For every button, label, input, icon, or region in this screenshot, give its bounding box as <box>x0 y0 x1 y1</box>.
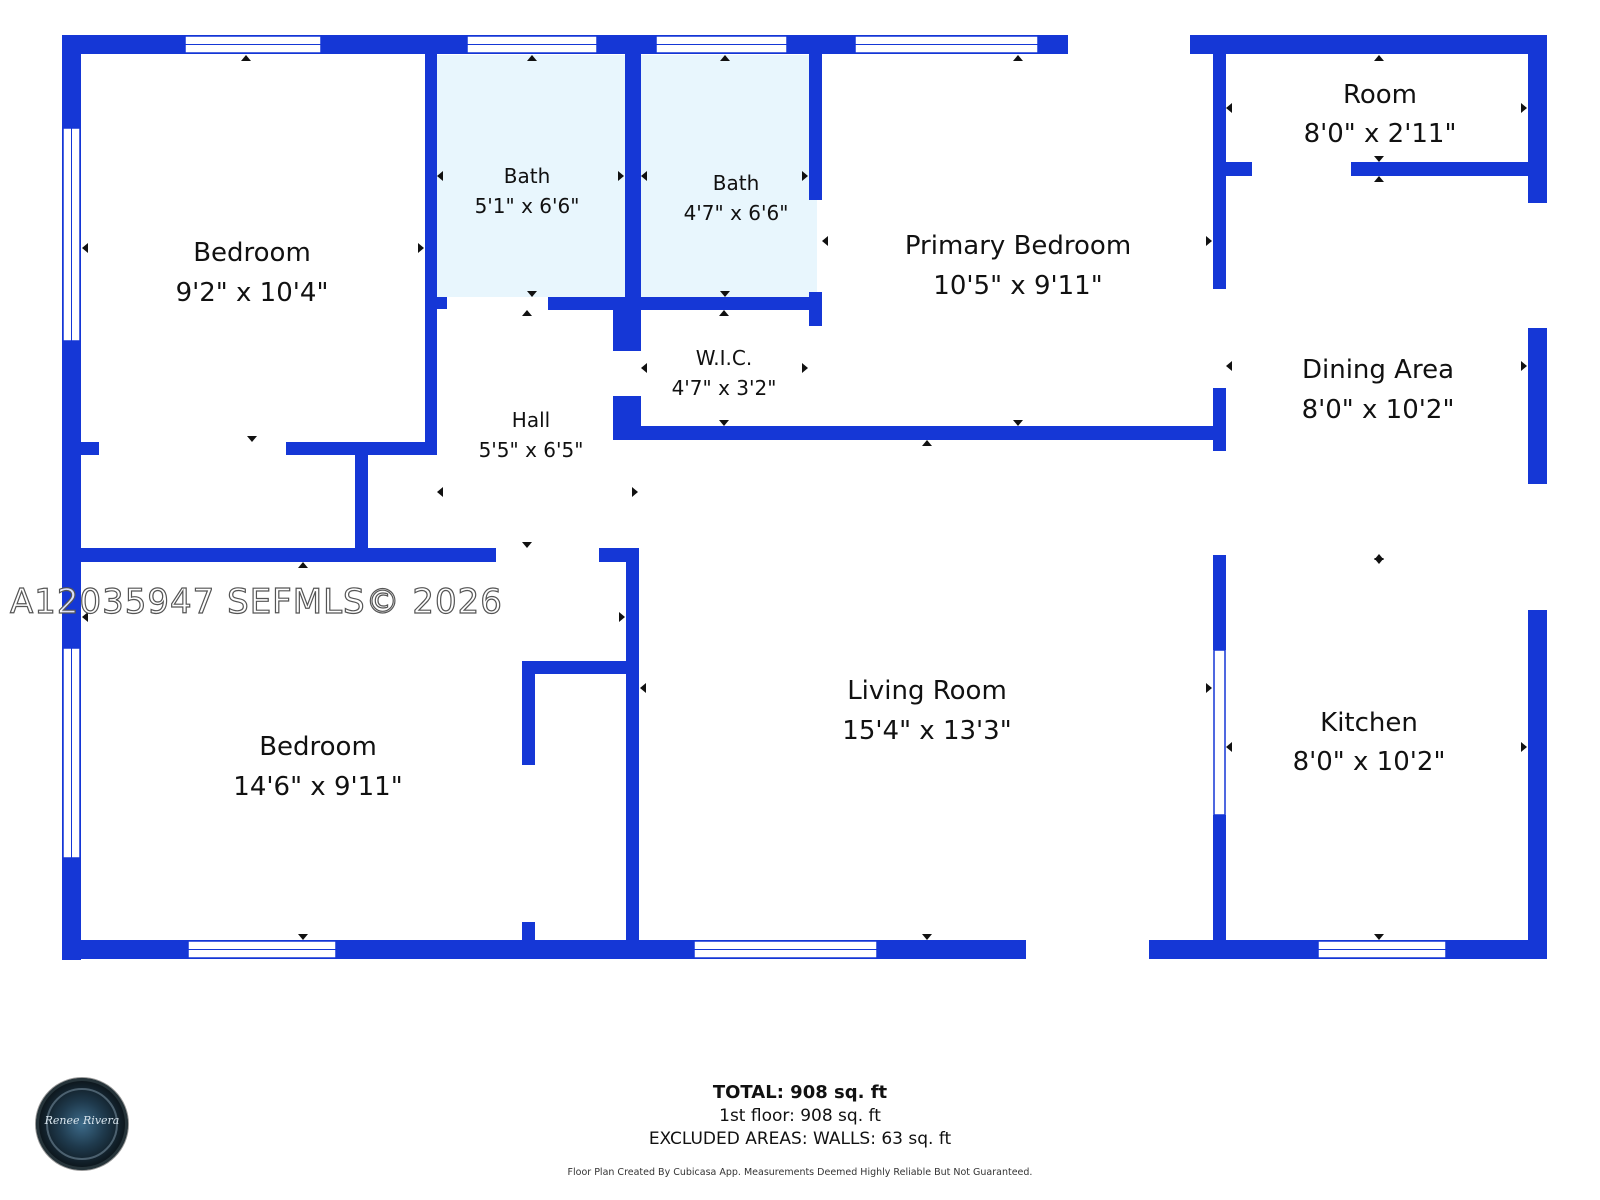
hall-dims: 5'5" x 6'5" <box>479 438 584 462</box>
arrow-up-icon <box>719 310 729 316</box>
arrow-right-icon <box>632 487 638 497</box>
arrow-down-icon <box>922 934 932 940</box>
arrow-left-icon <box>1226 103 1232 113</box>
arrow-up-icon <box>241 55 251 61</box>
bath-1-dims: 5'1" x 6'6" <box>475 194 580 218</box>
arrow-left-icon <box>82 243 88 253</box>
bath-2-name: Bath <box>713 171 760 195</box>
arrow-up-icon <box>720 55 730 61</box>
arrow-down-icon <box>522 542 532 548</box>
living-room-dims: 15'4" x 13'3" <box>842 716 1011 746</box>
excluded-areas: EXCLUDED AREAS: WALLS: 63 sq. ft <box>648 1129 952 1149</box>
bath-1-name: Bath <box>504 164 551 188</box>
arrow-up-icon <box>298 562 308 568</box>
arrow-up-icon <box>922 440 932 446</box>
wic-dims: 4'7" x 3'2" <box>672 376 777 400</box>
arrow-right-icon <box>1206 683 1212 693</box>
arrow-left-icon <box>641 171 647 181</box>
room-name: Room <box>1343 80 1417 110</box>
arrow-left-icon <box>437 171 443 181</box>
arrow-right-icon <box>802 171 808 181</box>
arrow-down-icon <box>298 934 308 940</box>
arrow-down-icon <box>1374 934 1384 940</box>
bedroom-sw-name: Bedroom <box>259 732 377 762</box>
disclaimer: Floor Plan Created By Cubicasa App. Meas… <box>567 1167 1033 1178</box>
arrow-left-icon <box>1226 361 1232 371</box>
bath-1-fill <box>437 55 625 297</box>
arrow-down-icon <box>527 291 537 297</box>
kitchen-name: Kitchen <box>1320 708 1418 738</box>
arrow-right-icon <box>1521 742 1527 752</box>
arrow-left-icon <box>641 363 647 373</box>
bath-2-fill <box>641 55 817 297</box>
primary-bedroom-dims: 10'5" x 9'11" <box>933 271 1102 301</box>
dining-area-dims: 8'0" x 10'2" <box>1302 395 1455 425</box>
total-area: TOTAL: 908 sq. ft <box>712 1082 888 1103</box>
room-labels: Bedroom 9'2" x 10'4" Bath 5'1" x 6'6" Ba… <box>176 80 1457 802</box>
arrow-left-icon <box>82 612 88 622</box>
mls-watermark: A12035947 SEFMLS© 2026 <box>9 581 503 622</box>
arrow-right-icon <box>1206 236 1212 246</box>
arrow-up-icon <box>527 55 537 61</box>
bath-2-dims: 4'7" x 6'6" <box>684 201 789 225</box>
photographer-logo: Renee Rivera <box>36 1078 128 1170</box>
arrow-down-icon <box>247 436 257 442</box>
arrow-down-icon <box>1374 156 1384 162</box>
bedroom-sw-dims: 14'6" x 9'11" <box>233 772 402 802</box>
arrow-right-icon <box>619 612 625 622</box>
arrow-down-icon <box>1374 558 1384 564</box>
kitchen-dims: 8'0" x 10'2" <box>1293 747 1446 777</box>
camera-lens-icon <box>46 1088 118 1160</box>
logo-signature: Renee Rivera <box>44 1114 120 1127</box>
arrow-down-icon <box>720 291 730 297</box>
bedroom-nw-dims: 9'2" x 10'4" <box>176 278 329 308</box>
arrow-left-icon <box>822 236 828 246</box>
windows <box>62 35 1447 959</box>
arrow-down-icon <box>719 420 729 426</box>
primary-bedroom-name: Primary Bedroom <box>905 231 1131 261</box>
dimension-arrows <box>82 55 1527 940</box>
arrow-up-icon <box>522 310 532 316</box>
arrow-down-icon <box>1013 420 1023 426</box>
hall-name: Hall <box>512 408 550 432</box>
arrow-left-icon <box>640 683 646 693</box>
wic-name: W.I.C. <box>696 346 752 370</box>
arrow-left-icon <box>437 487 443 497</box>
arrow-up-icon <box>1374 55 1384 61</box>
arrow-right-icon <box>802 363 808 373</box>
arrow-up-icon <box>1013 55 1023 61</box>
arrow-left-icon <box>1226 742 1232 752</box>
arrow-up-icon <box>1374 176 1384 182</box>
first-floor-area: 1st floor: 908 sq. ft <box>719 1106 881 1126</box>
arrow-right-icon <box>1521 361 1527 371</box>
arrow-right-icon <box>1521 103 1527 113</box>
room-dims: 8'0" x 2'11" <box>1304 119 1457 149</box>
arrow-right-icon <box>618 171 624 181</box>
dining-area-name: Dining Area <box>1302 355 1454 385</box>
living-room-name: Living Room <box>847 676 1007 706</box>
bedroom-nw-name: Bedroom <box>193 238 311 268</box>
arrow-right-icon <box>418 243 424 253</box>
